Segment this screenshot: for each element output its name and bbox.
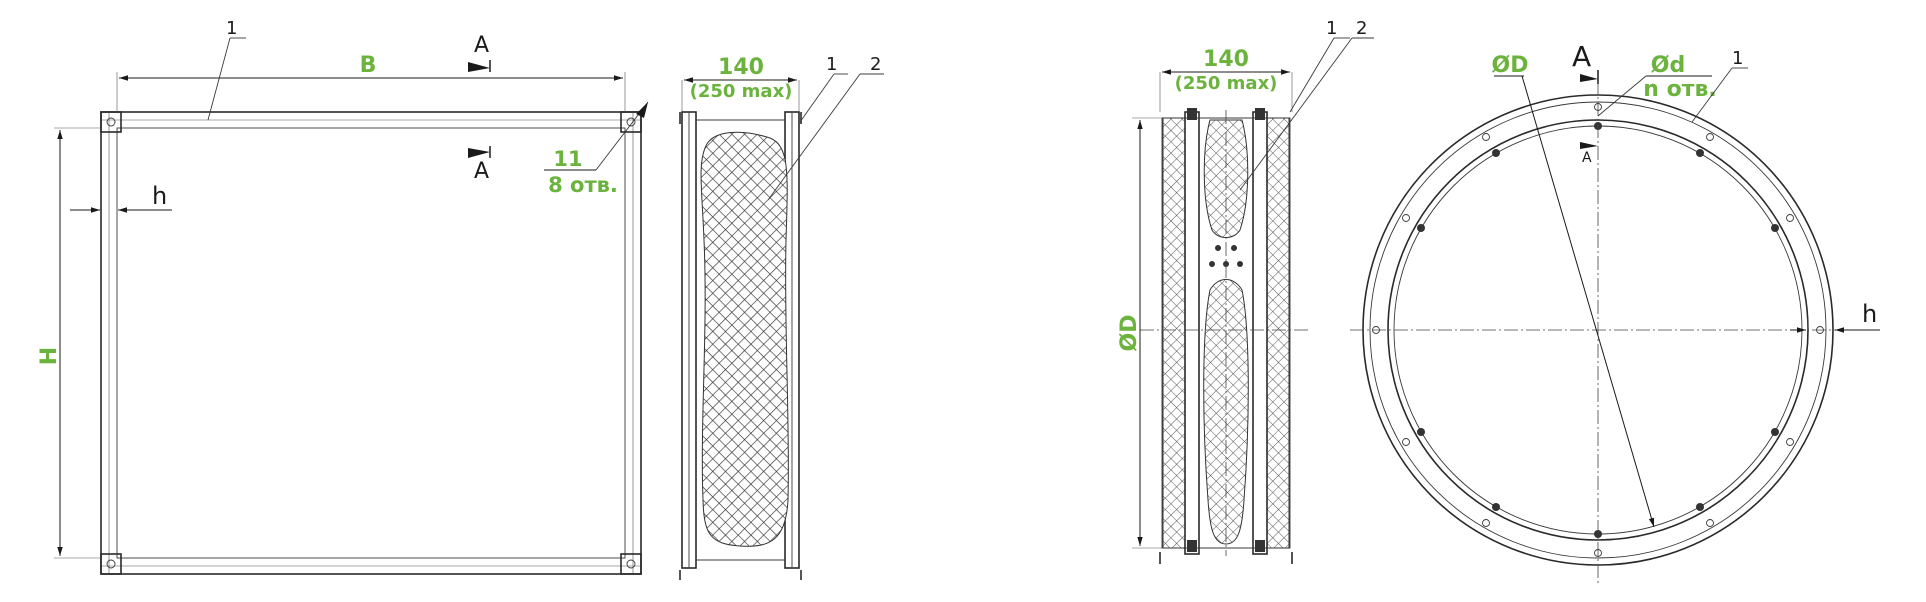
filter-mesh-round-bottom <box>1203 279 1249 545</box>
hole-dia-label-round: Ød <box>1651 53 1685 78</box>
dim-h-label-round: h <box>1862 300 1877 328</box>
section-a-bottom-label: A <box>474 159 489 184</box>
bolt-holes <box>1372 103 1824 557</box>
dim-H-label: H <box>37 347 62 365</box>
callout-1-label-round-side: 1 <box>1326 18 1337 39</box>
dim-D-label-front: ØD <box>1492 53 1529 78</box>
width-max-label-round: (250 max) <box>1175 73 1278 94</box>
callout-1-label: 1 <box>226 18 237 39</box>
rect-front-view: B H h 1 A A 11 8 отв. <box>37 18 649 575</box>
section-a-top-label: A <box>474 33 489 58</box>
corner-bracket-bl <box>100 553 122 575</box>
flange-mesh-left <box>1162 117 1186 549</box>
corner-bracket-br <box>620 553 642 575</box>
dim-D-label-side: ØD <box>1117 315 1142 352</box>
hole-dia-label: 11 <box>553 147 582 171</box>
callout-1-label-round-front: 1 <box>1732 48 1743 69</box>
callout-2-label-round-side: 2 <box>1356 18 1367 39</box>
rect-frame-inner <box>116 127 626 559</box>
clip-top-left <box>1187 108 1197 120</box>
width-max-label-rect: (250 max) <box>690 81 793 102</box>
round-front-view: ØD A A Ød n отв. 1 h <box>1350 40 1880 585</box>
dim-B-label: B <box>360 53 377 78</box>
width-label-rect: 140 <box>718 55 764 80</box>
corner-bracket-tr <box>620 111 642 133</box>
clip-top-right <box>1255 108 1265 120</box>
callout-1-label-rect-side: 1 <box>826 54 837 75</box>
filter-mesh-rect <box>700 131 789 547</box>
rect-side-view: 140 (250 max) 1 2 <box>679 54 884 580</box>
corner-bracket-tl <box>100 111 122 133</box>
round-side-view: 140 (250 max) ØD 1 2 <box>1117 18 1374 564</box>
dim-h-label: h <box>152 182 167 210</box>
width-label-round: 140 <box>1203 47 1249 72</box>
rect-frame-outer <box>100 111 642 575</box>
clips-round <box>1417 122 1779 538</box>
rivet-group <box>1209 245 1243 267</box>
clip-bottom-right <box>1255 540 1265 552</box>
callout-2-label-rect-side: 2 <box>870 54 881 75</box>
section-a-top-label-round: A <box>1572 40 1591 73</box>
hole-count-label: 8 отв. <box>548 173 618 197</box>
clip-bottom-left <box>1187 540 1197 552</box>
flange-mesh-right <box>1266 117 1290 549</box>
hole-count-label-round: n отв. <box>1643 77 1716 102</box>
dim-line-D-front <box>1521 75 1655 528</box>
section-a-bottom-label-round: A <box>1582 150 1592 166</box>
